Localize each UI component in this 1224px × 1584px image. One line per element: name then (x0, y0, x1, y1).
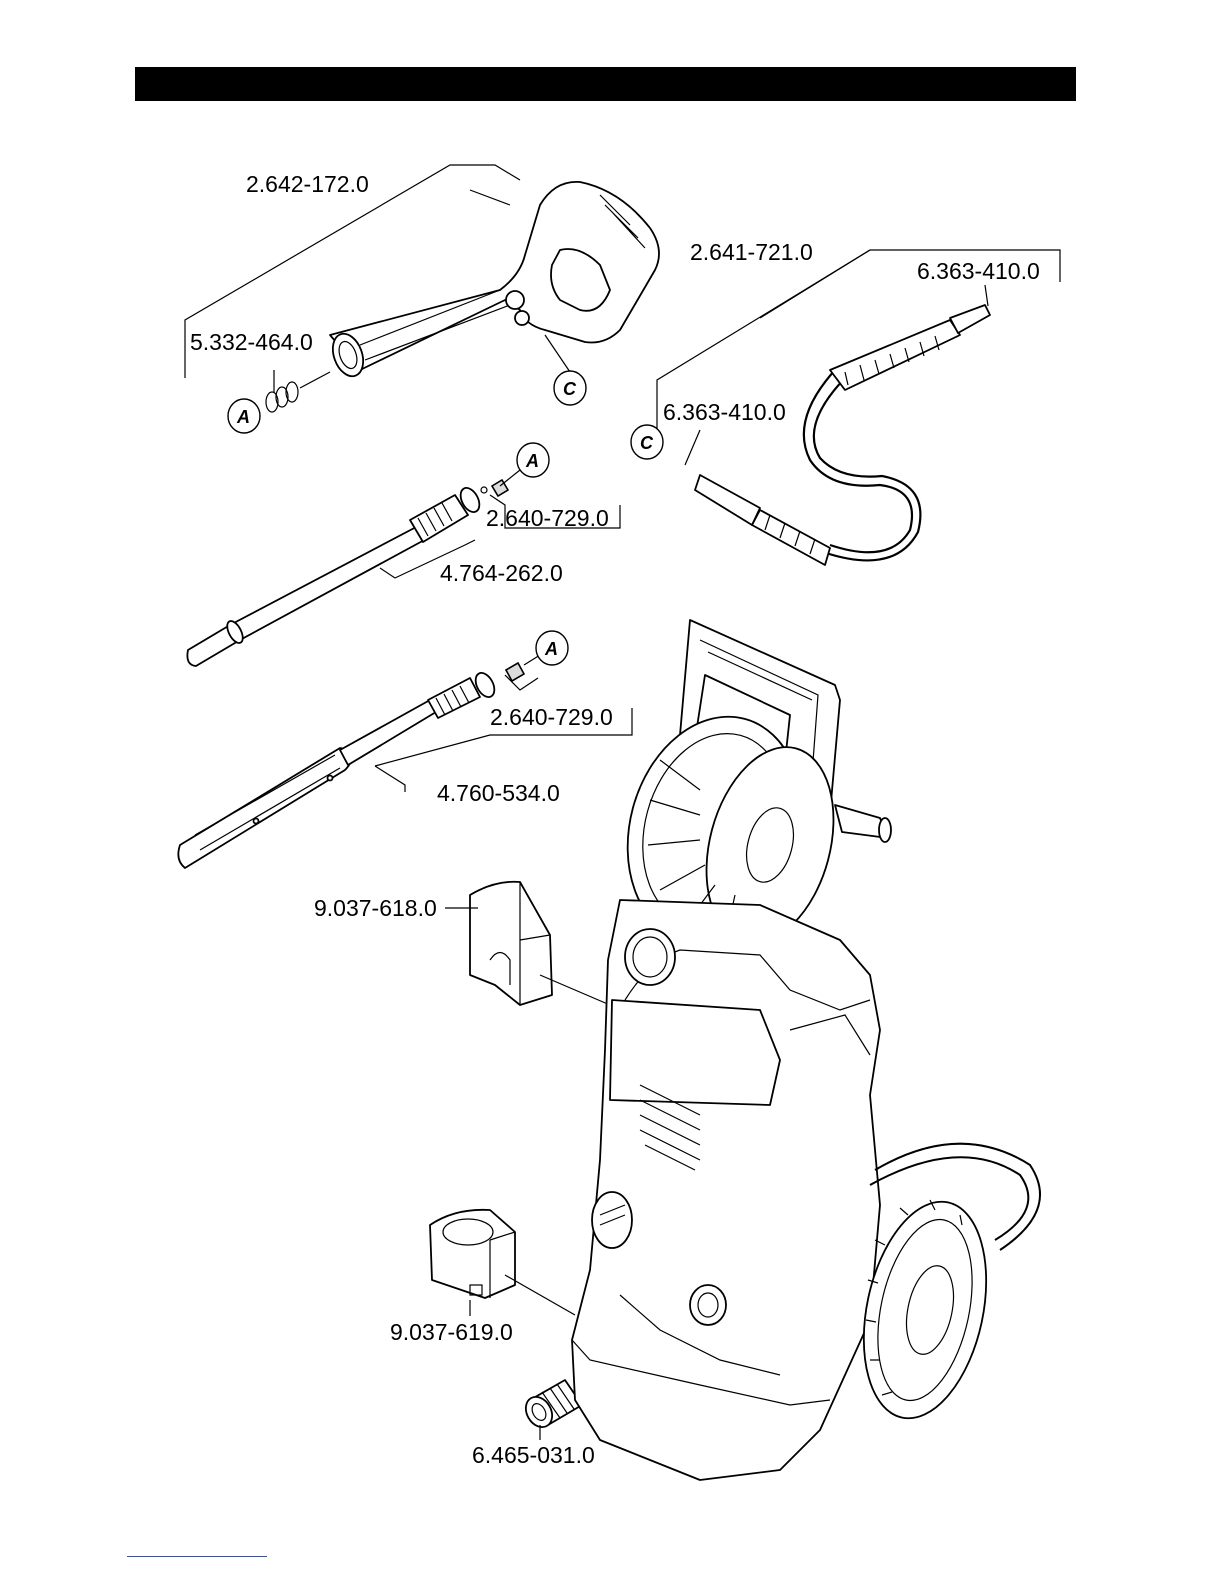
label-connector: 6.465-031.0 (472, 1442, 595, 1468)
svg-text:A: A (525, 451, 539, 471)
callout-c-hose: C (631, 425, 663, 459)
footer-rule (127, 1556, 267, 1557)
label-hose-oring-bottom: 6.363-410.0 (663, 399, 786, 425)
gun-seal-rings (266, 372, 330, 412)
accessory-holder-2 (430, 1210, 515, 1298)
label-lance-1: 4.764-262.0 (440, 560, 563, 586)
svg-text:C: C (563, 379, 577, 399)
label-hose-oring-top: 6.363-410.0 (917, 258, 1040, 284)
label-hose: 2.641-721.0 (690, 239, 813, 265)
svg-text:A: A (236, 407, 250, 427)
label-nozzle-1: 2.640-729.0 (486, 505, 609, 531)
svg-text:C: C (640, 433, 654, 453)
label-lance-2: 4.760-534.0 (437, 780, 560, 806)
trigger-gun (327, 182, 659, 381)
pressure-washer-body (572, 620, 1040, 1480)
lance-2-bracket (375, 766, 405, 792)
water-inlet-connector (521, 1380, 582, 1432)
accessory-holder-1 (470, 882, 552, 1005)
label-trigger-gun: 2.642-172.0 (246, 171, 369, 197)
svg-text:A: A (544, 639, 558, 659)
label-holder-1: 9.037-618.0 (314, 895, 437, 921)
callout-c-gun: C (554, 371, 586, 405)
label-nozzle-2: 2.640-729.0 (490, 704, 613, 730)
label-holder-2: 9.037-619.0 (390, 1319, 513, 1345)
spray-lance-2 (178, 663, 524, 868)
label-gun-seal: 5.332-464.0 (190, 329, 313, 355)
callout-a-lance-1: A (517, 443, 549, 477)
high-pressure-hose (695, 305, 990, 565)
callout-a-top: A (228, 399, 260, 433)
callout-a-lance-2: A (536, 631, 568, 665)
